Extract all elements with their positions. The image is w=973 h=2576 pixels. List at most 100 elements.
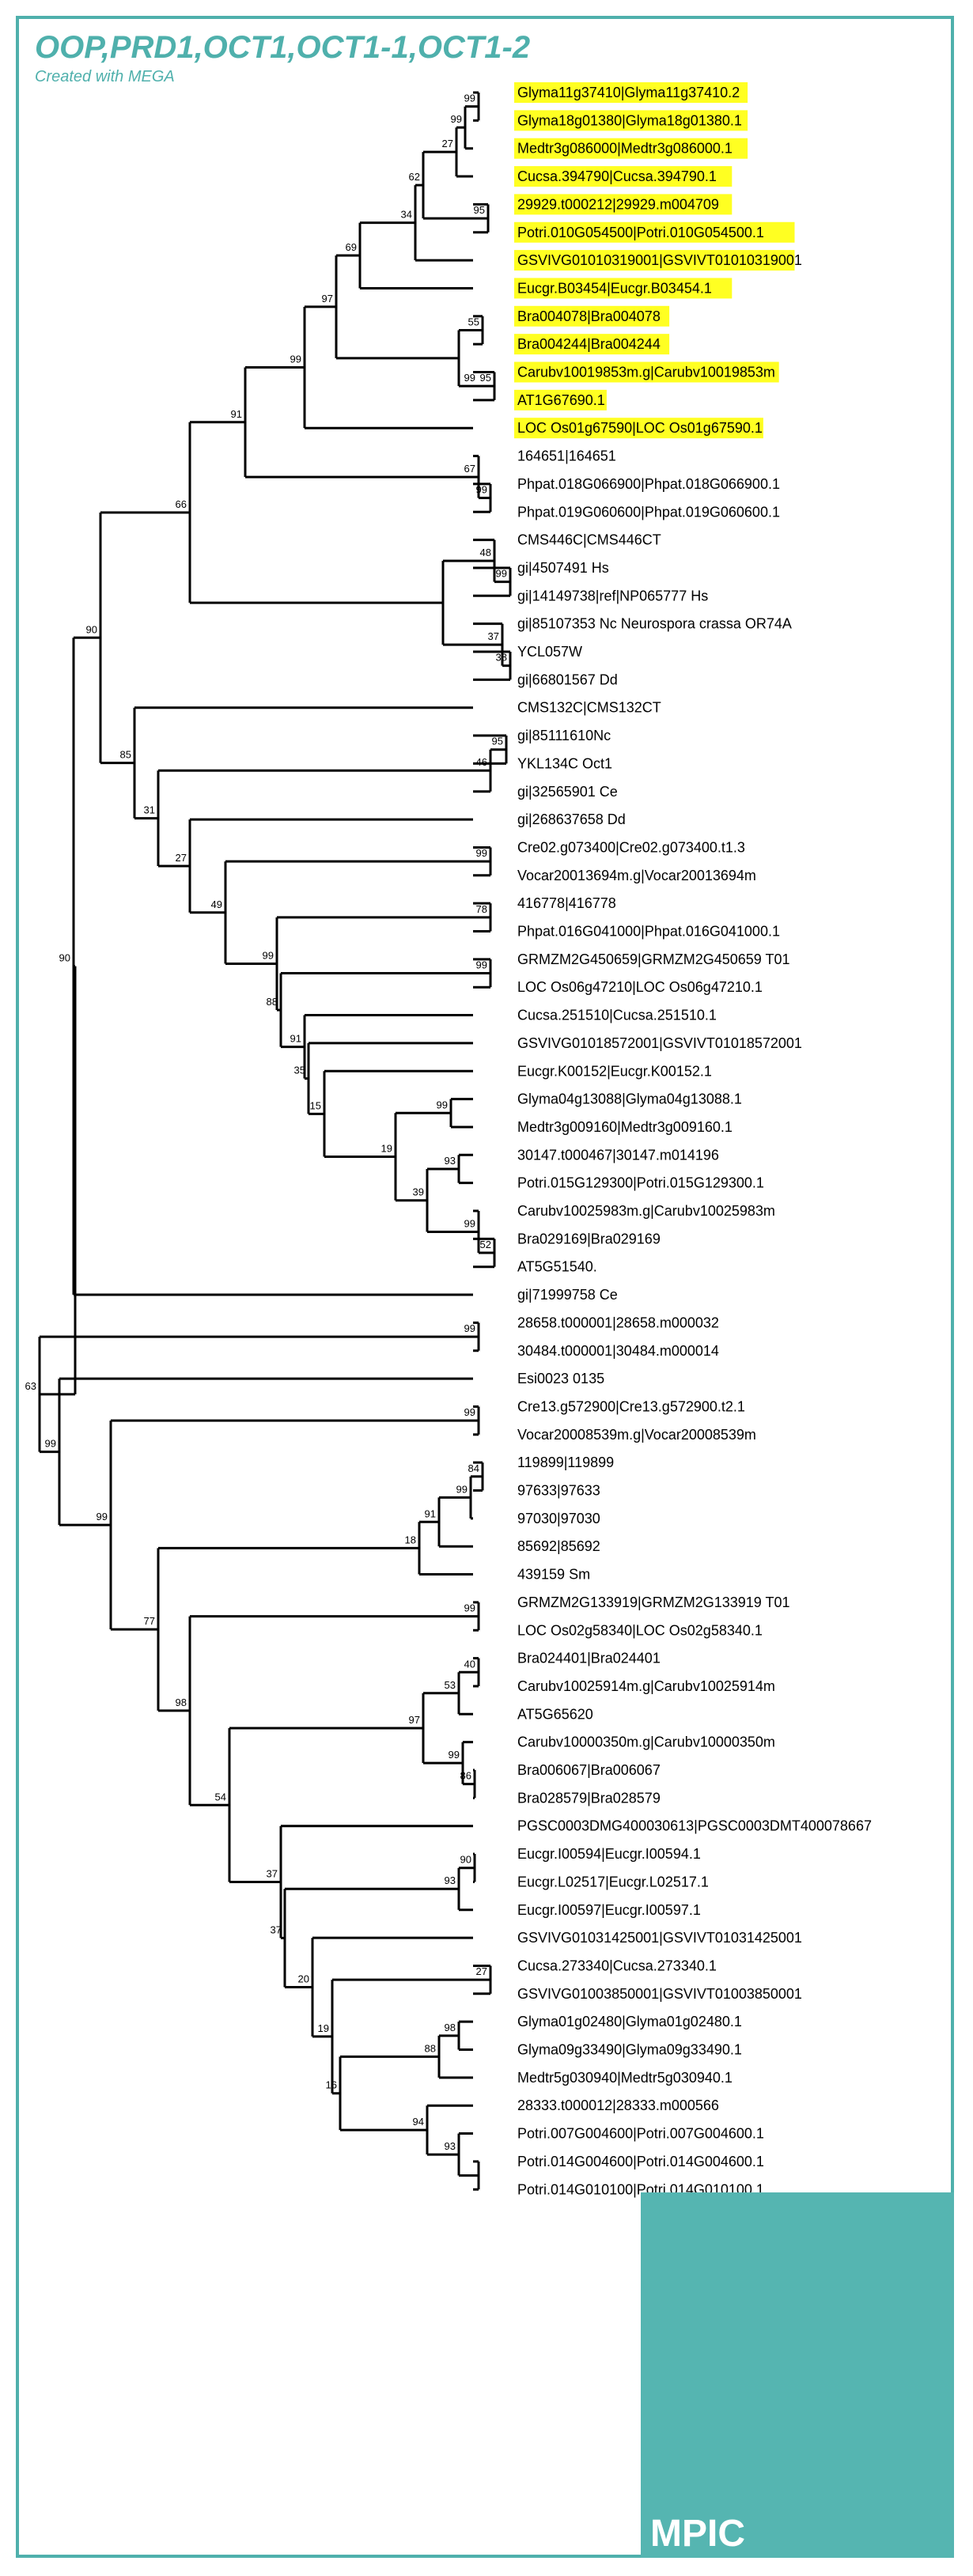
leaf-label: AT1G67690.1 — [517, 392, 605, 408]
leaf-highlight — [514, 389, 607, 410]
leaf-label: GRMZM2G133919|GRMZM2G133919 T01 — [517, 1594, 790, 1610]
bootstrap-value: 93 — [445, 1874, 456, 1886]
leaf-label: 416778|416778 — [517, 895, 616, 911]
leaf-highlight — [514, 361, 779, 383]
mpic-logo-text: MPIC — [650, 2513, 745, 2555]
bootstrap-value: 19 — [381, 1143, 392, 1155]
leaf-label: 85692|85692 — [517, 1538, 600, 1554]
leaf-highlight — [514, 334, 670, 355]
leaf-label: Vocar20013694m.g|Vocar20013694m — [517, 868, 756, 883]
leaf-label: 29929.t000212|29929.m004709 — [517, 196, 719, 212]
leaf-label: 164651|164651 — [517, 448, 616, 464]
leaf-label: Potri.014G004600|Potri.014G004600.1 — [517, 2154, 764, 2169]
bootstrap-value: 63 — [25, 1380, 36, 1392]
bootstrap-value: 93 — [445, 2140, 456, 2152]
mega-credit: Created with MEGA — [35, 68, 175, 85]
leaf-label: Glyma01g02480|Glyma01g02480.1 — [517, 2014, 742, 2029]
bootstrap-value: 99 — [496, 568, 507, 580]
bootstrap-value: 34 — [401, 209, 412, 221]
leaf-label: Carubv10025914m.g|Carubv10025914m — [517, 1678, 775, 1694]
bootstrap-value: 27 — [176, 852, 187, 864]
bootstrap-value: 66 — [176, 498, 187, 510]
bootstrap-value: 38 — [496, 652, 507, 664]
bootstrap-value: 99 — [456, 1483, 468, 1495]
bootstrap-value: 55 — [468, 316, 479, 327]
bootstrap-value: 37 — [267, 1868, 278, 1880]
leaf-label: LOC Os02g58340|LOC Os02g58340.1 — [517, 1622, 763, 1638]
bootstrap-value: 39 — [413, 1186, 424, 1198]
bootstrap-value: 99 — [464, 1602, 475, 1614]
leaf-highlight — [514, 250, 795, 271]
leaf-label-layer: Glyma11g37410|Glyma11g37410.2Glyma18g013… — [517, 85, 872, 2197]
bootstrap-value: 90 — [460, 1854, 471, 1866]
bootstrap-value: 20 — [298, 1973, 309, 1985]
bootstrap-value: 99 — [464, 1218, 475, 1230]
bootstrap-value: 97 — [409, 1714, 420, 1726]
leaf-label: Cre13.g572900|Cre13.g572900.t2.1 — [517, 1398, 745, 1414]
leaf-label: gi|66801567 Dd — [517, 671, 618, 687]
bootstrap-value: 48 — [480, 547, 491, 558]
figure-frame — [16, 16, 954, 2558]
leaf-label: 30147.t000467|30147.m014196 — [517, 1147, 719, 1163]
bootstrap-value: 99 — [263, 949, 274, 961]
leaf-label: 28658.t000001|28658.m000032 — [517, 1314, 719, 1330]
bootstrap-value: 35 — [294, 1065, 305, 1076]
bootstrap-value: 95 — [492, 736, 503, 747]
bootstrap-value: 95 — [474, 204, 485, 216]
bootstrap-value: 98 — [176, 1697, 187, 1708]
leaf-label: AT5G51540. — [517, 1259, 597, 1275]
bootstrap-value: 99 — [290, 354, 301, 365]
leaf-label: gi|14149738|ref|NP065777 Hs — [517, 588, 708, 603]
bootstrap-value: 94 — [413, 2116, 424, 2128]
leaf-label: Cucsa.273340|Cucsa.273340.1 — [517, 1958, 717, 1973]
leaf-label: GSVIVG01003850001|GSVIVT01003850001 — [517, 1986, 802, 2002]
leaf-label: Phpat.019G060600|Phpat.019G060600.1 — [517, 504, 780, 520]
bootstrap-value: 62 — [409, 171, 420, 183]
leaf-label: 28333.t000012|28333.m000566 — [517, 2097, 719, 2113]
bootstrap-value: 99 — [476, 847, 487, 859]
bootstrap-value: 99 — [449, 1749, 460, 1761]
bootstrap-layer: 9999279562346955959997999967919948383766… — [25, 93, 507, 2152]
leaf-highlight — [514, 166, 733, 187]
leaf-label: Carubv10025983m.g|Carubv10025983m — [517, 1203, 775, 1219]
leaf-label: Cucsa.394790|Cucsa.394790.1 — [517, 168, 717, 184]
leaf-highlight — [514, 82, 748, 103]
bootstrap-value: 86 — [460, 1770, 471, 1782]
bootstrap-value: 37 — [488, 630, 499, 642]
leaf-label: gi|71999758 Ce — [517, 1287, 618, 1303]
bootstrap-value: 99 — [464, 1322, 475, 1334]
bootstrap-value: 84 — [468, 1462, 479, 1474]
leaf-label: Glyma11g37410|Glyma11g37410.2 — [517, 85, 740, 100]
bootstrap-value: 99 — [464, 93, 475, 104]
leaf-label: gi|4507491 Hs — [517, 560, 609, 576]
bootstrap-value: 99 — [464, 1406, 475, 1418]
leaf-label: 119899|119899 — [517, 1454, 614, 1470]
leaf-label: Carubv10000350m.g|Carubv10000350m — [517, 1734, 775, 1750]
leaf-label: Glyma18g01380|Glyma18g01380.1 — [517, 112, 742, 128]
bootstrap-value: 99 — [45, 1438, 56, 1450]
leaf-label: Potri.010G054500|Potri.010G054500.1 — [517, 225, 764, 240]
bootstrap-value: 91 — [425, 1507, 436, 1519]
bootstrap-value: 95 — [480, 372, 491, 384]
leaf-label: LOC Os06g47210|LOC Os06g47210.1 — [517, 979, 763, 995]
bootstrap-value: 88 — [425, 2042, 436, 2054]
leaf-label: Glyma04g13088|Glyma04g13088.1 — [517, 1091, 742, 1107]
leaf-highlight — [514, 194, 733, 215]
leaf-label: Vocar20008539m.g|Vocar20008539m — [517, 1427, 756, 1443]
leaf-label: GRMZM2G450659|GRMZM2G450659 T01 — [517, 951, 790, 967]
bootstrap-value: 46 — [476, 756, 487, 768]
leaf-label: 97633|97633 — [517, 1483, 600, 1499]
leaf-label: Eucgr.I00594|Eucgr.I00594.1 — [517, 1846, 701, 1862]
leaf-highlight — [514, 110, 748, 131]
leaf-label: gi|268637658 Dd — [517, 811, 626, 827]
leaf-label: gi|85111610Nc — [517, 728, 611, 743]
bootstrap-value: 99 — [97, 1511, 108, 1523]
leaf-label: Eucgr.I00597|Eucgr.I00597.1 — [517, 1902, 701, 1918]
bootstrap-value: 99 — [451, 113, 462, 125]
leaf-label: gi|85107353 Nc Neurospora crassa OR74A — [517, 616, 792, 632]
leaf-label: CMS446C|CMS446CT — [517, 532, 661, 548]
leaf-label: Medtr3g086000|Medtr3g086000.1 — [517, 141, 733, 157]
leaf-label: Medtr5g030940|Medtr5g030940.1 — [517, 2070, 733, 2086]
bootstrap-value: 54 — [215, 1791, 226, 1802]
